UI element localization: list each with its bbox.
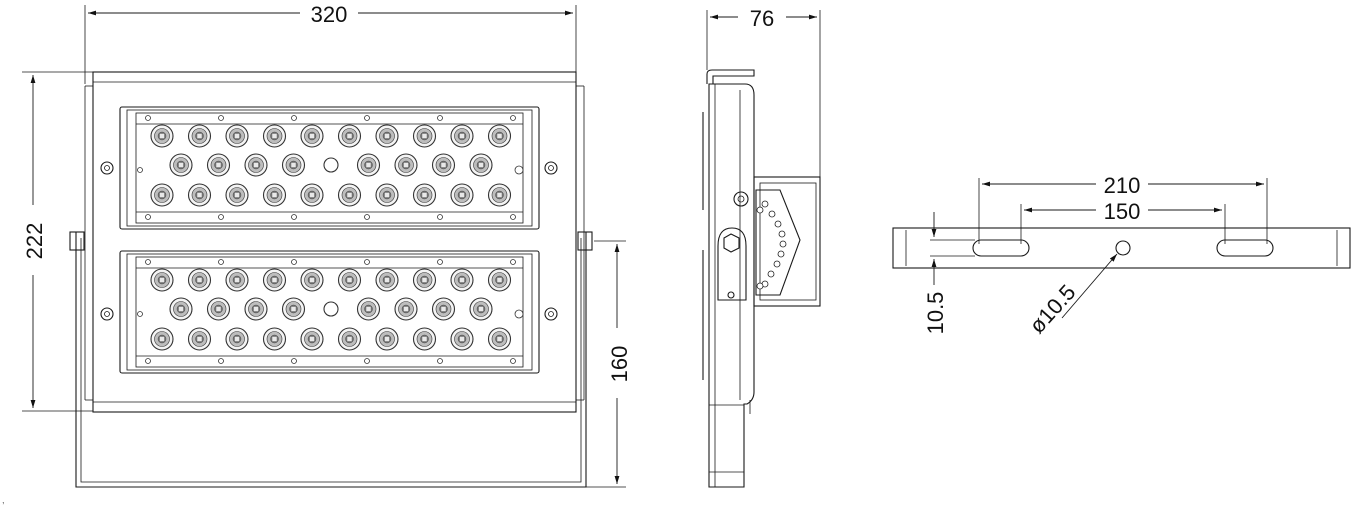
dimension-depth: 76 [706,6,821,177]
hole-leader: ø10.5 [1024,253,1118,339]
width-dim-label: 320 [311,2,348,27]
inner-slot-dim-label: 150 [1104,199,1141,224]
bracket-bar [892,227,1351,269]
dimension-bracket: 160 [586,240,632,488]
led-module-upper [119,106,540,230]
outer-slot-dim-label: 210 [1104,173,1141,198]
bracket-dim-label: 160 [607,346,632,383]
hole-dim-label: ø10.5 [1024,280,1080,339]
height-dim-label: 222 [22,223,47,260]
mount-hole [1115,240,1131,256]
led-module-lower [119,250,540,374]
tilt-adjuster [755,189,801,296]
dimension-height: 222 [22,71,93,412]
housing-outline [92,71,577,413]
slot-left [972,239,1030,257]
screw-icon [100,161,558,321]
bracket-view: 210 150 10.5 ø10.5 [892,173,1351,339]
dimension-slot-width: 10.5 [923,212,975,334]
sensor-lens [323,157,339,173]
dimension-inner-slots: 150 [1020,199,1226,244]
slot-right [1216,239,1274,257]
sensor-lens [323,301,339,317]
hex-bolt-icon [723,233,740,253]
u-bracket [75,232,587,488]
driver-box [753,176,821,307]
depth-dim-label: 76 [750,6,774,31]
side-view: 76 [702,6,821,488]
bracket-knob-left [69,231,85,251]
side-housing [708,83,755,488]
screw-icon [733,191,749,207]
dimension-outer-slots: 210 [978,173,1268,244]
svg-text:,: , [2,495,5,505]
slot-width-dim-label: 10.5 [923,292,948,335]
dimension-width: 320 [84,2,577,84]
bracket-knob-right [577,231,593,251]
front-view: 320 222 160 [22,2,632,488]
